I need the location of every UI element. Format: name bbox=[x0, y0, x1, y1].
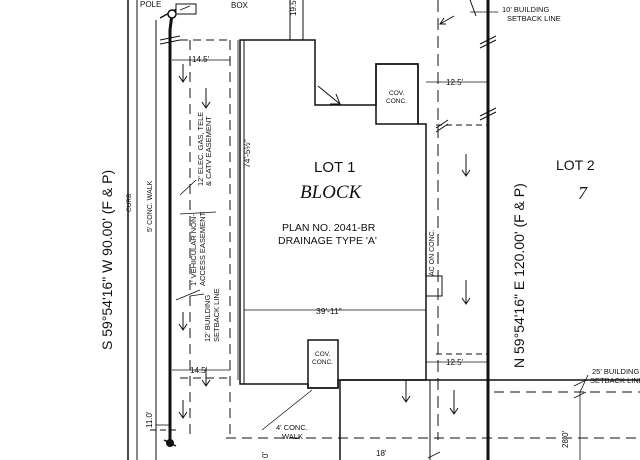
concrete-walk-4-line1: 4' CONC. bbox=[276, 423, 308, 432]
dimension-18: 18' bbox=[376, 449, 387, 458]
building-setback-25-line2: SETBACK LINE bbox=[590, 376, 640, 385]
dimension-74-5: 74'-5½" bbox=[242, 139, 252, 168]
ac-on-concrete: AC ON CONC. bbox=[429, 229, 436, 276]
east-lines bbox=[339, 0, 640, 460]
covered-concrete-bottom-label-2: CONC. bbox=[312, 359, 333, 366]
easement-dashed-lines bbox=[150, 39, 640, 440]
dimension-14-5-top: 14.5' bbox=[192, 55, 210, 64]
dimension-14-5-bottom: 14.5' bbox=[190, 366, 208, 375]
pole-label: POLE bbox=[140, 0, 161, 9]
bearing-west-property-line: S 59°54'16" W 90.00' (F & P) bbox=[99, 170, 115, 350]
concrete-walk-label: 5' CONC. WALK bbox=[147, 180, 154, 232]
dimension-28-0: 28.0' bbox=[561, 430, 570, 448]
covered-concrete-bottom-label-1: COV. bbox=[315, 351, 330, 358]
plan-number: PLAN NO. 2041-BR bbox=[282, 222, 376, 234]
lot-1-label: LOT 1 bbox=[314, 159, 355, 176]
west-property-line bbox=[159, 3, 197, 447]
block-label: BLOCK bbox=[300, 182, 363, 203]
curb-label: CURB bbox=[126, 194, 133, 212]
dimension-39-11: 39'-11" bbox=[316, 306, 342, 316]
covered-concrete-bottom bbox=[307, 339, 339, 389]
leader-lines bbox=[175, 5, 217, 301]
building-setback-10-line2: SETBACK LINE bbox=[507, 14, 561, 23]
dimension-0: 0' bbox=[261, 452, 270, 458]
dimension-lines bbox=[156, 11, 589, 460]
building-setback-25-line1: 25' BUILDING bbox=[592, 367, 639, 376]
block-number: 7 bbox=[578, 183, 588, 203]
vehicular-easement-line-2: ACCESS EASEMENT bbox=[198, 211, 207, 286]
drainage-arrows bbox=[178, 15, 471, 419]
building-setback-12-line1: 12' BUILDING bbox=[203, 295, 212, 342]
building-setback-12-line2: SETBACK LINE bbox=[212, 288, 221, 342]
building-setback-10-line1: 10' BUILDING bbox=[502, 5, 549, 14]
dimension-19-5: 19.5 bbox=[289, 0, 298, 16]
covered-concrete-top bbox=[375, 63, 419, 125]
dimension-12-5-bottom: 12.5' bbox=[446, 358, 464, 367]
bearing-east-property-line: N 59°54'16" E 120.00' (F & P) bbox=[511, 183, 527, 368]
box-label: BOX bbox=[231, 1, 249, 10]
covered-concrete-top-label-1: COV. bbox=[389, 90, 404, 97]
covered-concrete-top-label-2: CONC. bbox=[386, 98, 407, 105]
vehicular-easement-line-1: 1' VEHICULAR NON- bbox=[189, 214, 198, 286]
drainage-type: DRAINAGE TYPE 'A' bbox=[278, 235, 377, 247]
dimension-12-5-top: 12.5' bbox=[446, 78, 464, 87]
street-curb-lines bbox=[127, 0, 157, 460]
ac-pad bbox=[425, 275, 443, 297]
lot-2-label: LOT 2 bbox=[556, 157, 595, 173]
utility-easement-line-2: & CATV EASEMENT bbox=[204, 116, 213, 186]
utility-easement-line-1: 12' ELEC. GAS, TELE bbox=[196, 112, 205, 186]
concrete-walk-4-line2: WALK bbox=[282, 432, 303, 441]
dimension-11-0: 11.0' bbox=[145, 411, 154, 428]
